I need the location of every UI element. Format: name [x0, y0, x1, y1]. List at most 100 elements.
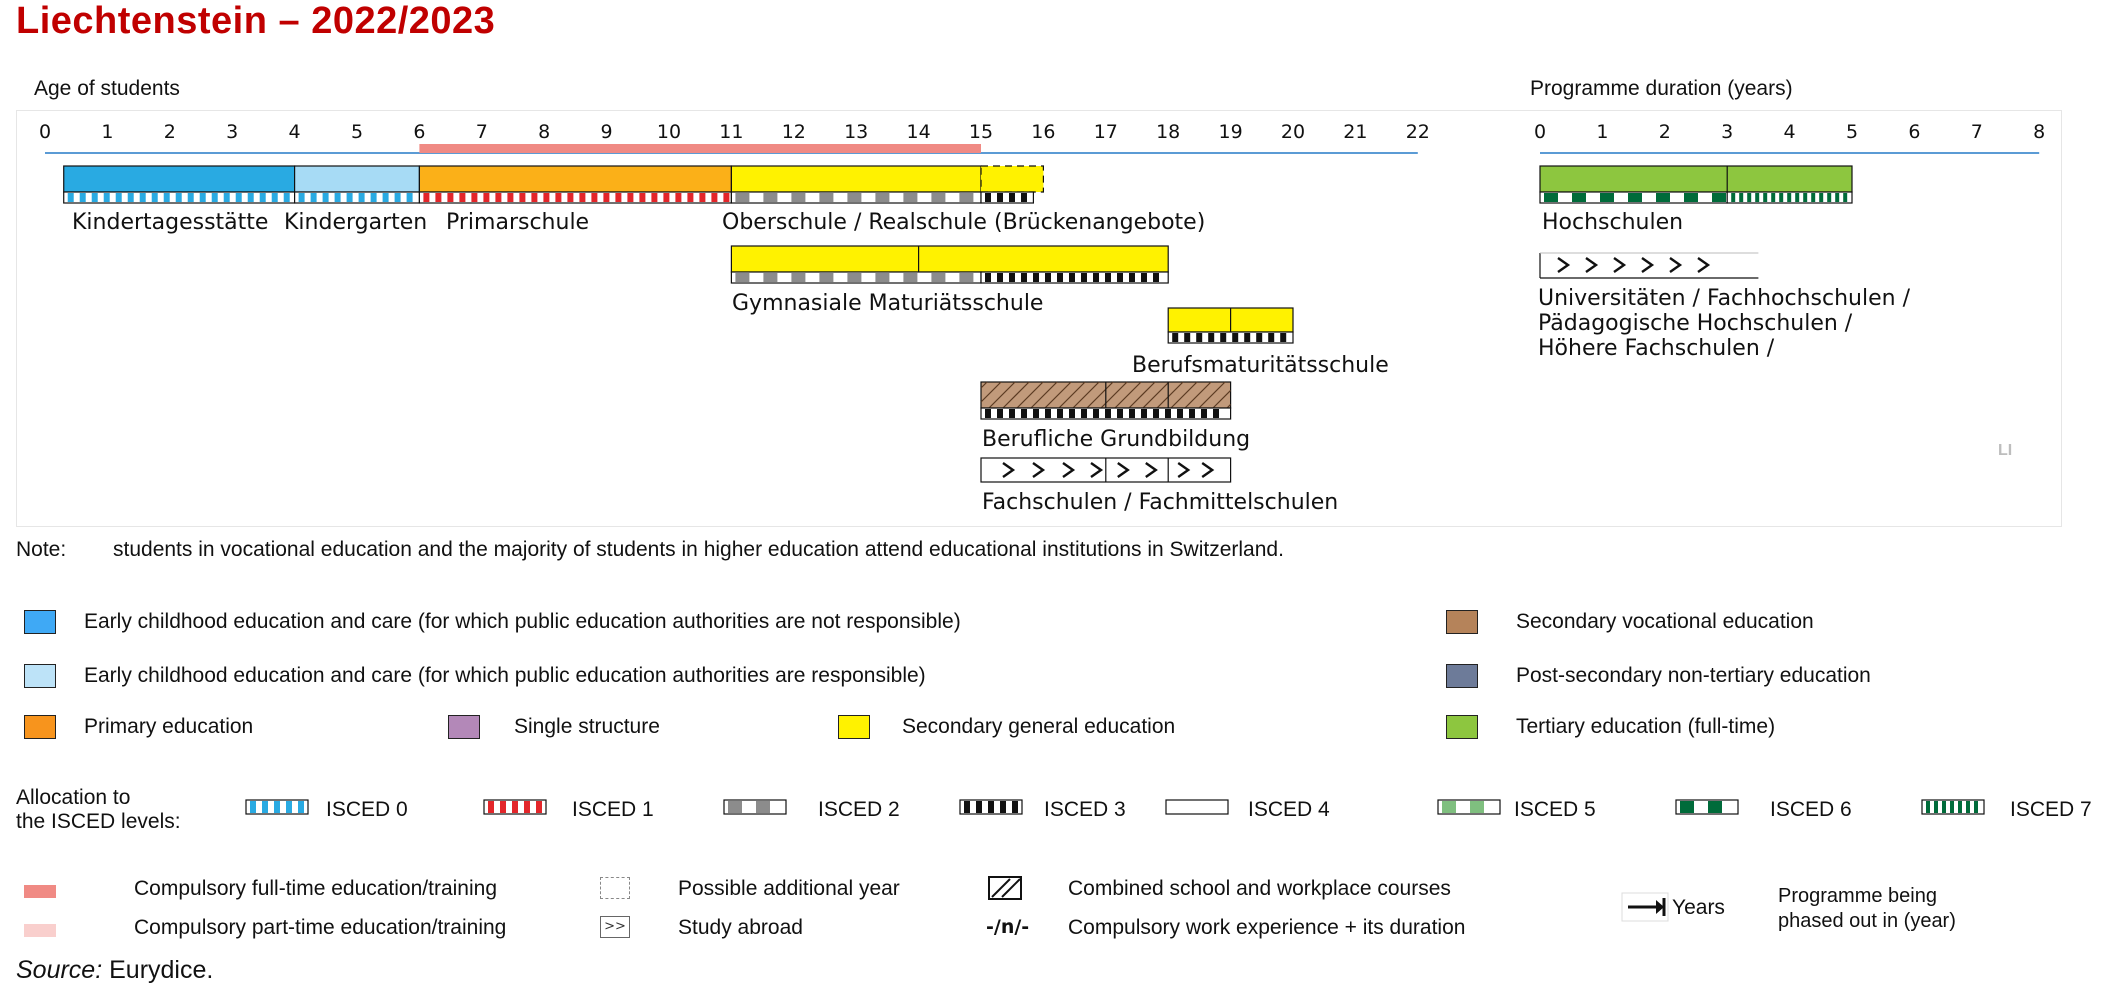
label-brueckenangebote: (Brückenangebote) [994, 210, 1206, 235]
chevron-5 [1697, 257, 1711, 273]
legend-single-structure: Single structure [514, 715, 660, 738]
legend-swatch-tertiary [1446, 715, 1478, 739]
isced-swatch-2 [723, 799, 787, 815]
isced-swatch-7 [1921, 799, 1985, 815]
label-hochschulen: Hochschulen [1542, 210, 1684, 235]
note-label: Note: [16, 538, 67, 561]
age-tick-22: 22 [1405, 121, 1430, 143]
age-tick-13: 13 [844, 121, 869, 143]
legend-isced-5: ISCED 5 [1514, 798, 1596, 821]
age-tick-17: 17 [1093, 121, 1118, 143]
age-tick-2: 2 [163, 121, 176, 143]
label-berufsmaturitaetsschule: Berufsmaturitätsschule [1132, 353, 1389, 378]
duration-tick-0: 0 [1533, 121, 1547, 143]
label-fachschulen: Fachschulen / Fachmittelschulen [982, 490, 1339, 515]
label-oberschule: Oberschule / Realschule [722, 210, 987, 235]
age-tick-14: 14 [906, 121, 931, 143]
label-universitaeten: Universitäten / Fachhochschulen / Pädago… [1538, 286, 1910, 361]
isced-swatch-3 [959, 799, 1023, 815]
diagram-pane [16, 110, 2062, 527]
bar-brueckenangebote [980, 165, 1045, 193]
age-tick-18: 18 [1156, 121, 1181, 143]
legend-possible-additional-year: Possible additional year [678, 877, 900, 900]
compulsory-fulltime-bar [419, 144, 981, 153]
label-kindergarten: Kindergarten [284, 210, 428, 235]
legend-phased-out: Programme being phased out in (year) [1778, 885, 1956, 932]
bar-gymnasium [730, 245, 1169, 273]
age-tick-9: 9 [600, 121, 613, 143]
page-title: Liechtenstein – 2022/2023 [16, 0, 496, 42]
isced-swatch-6 [1675, 799, 1739, 815]
legend-isced-6: ISCED 6 [1770, 798, 1852, 821]
age-tick-4: 4 [288, 121, 301, 143]
age-tick-12: 12 [781, 121, 806, 143]
legend-ecec-responsible: Early childhood education and care (for … [84, 664, 926, 687]
chevron-7 [1201, 462, 1215, 478]
age-tick-11: 11 [719, 121, 744, 143]
work-experience-icon: -/n/- [986, 916, 1030, 938]
note-text: students in vocational education and the… [113, 538, 1284, 561]
age-tick-16: 16 [1031, 121, 1056, 143]
duration-tick-3: 3 [1721, 121, 1734, 143]
duration-tick-8: 8 [2033, 121, 2046, 143]
years-arrow-icon [1621, 892, 1669, 922]
legend-primary: Primary education [84, 715, 254, 738]
isced-strip-kindergarten [294, 191, 421, 204]
isced-legend-swatches [245, 799, 1985, 815]
chevron-4 [1117, 462, 1130, 478]
age-tick-1: 1 [101, 121, 114, 143]
legend-secondary-general: Secondary general education [902, 715, 1176, 738]
chevron-6 [1177, 462, 1191, 478]
legend-isced-2: ISCED 2 [818, 798, 900, 821]
isced-strip-brueckenangebote [980, 191, 1035, 204]
age-tick-20: 20 [1280, 121, 1306, 143]
legend-study-abroad: Study abroad [678, 916, 803, 939]
source-line: Source: Eurydice. [16, 956, 213, 985]
age-tick-19: 19 [1218, 121, 1243, 143]
isced-swatch-1 [483, 799, 547, 815]
isced-strip-hochschulen-isced7 [1726, 191, 1853, 204]
bar-kindergarten [294, 165, 421, 193]
legend-isced-3: ISCED 3 [1044, 798, 1126, 821]
study-abroad-icon: >> [600, 916, 630, 938]
legend-ecec-not-responsible: Early childhood education and care (for … [84, 610, 961, 633]
legend-swatch-compulsory-parttime [24, 924, 56, 937]
age-tick-0: 0 [38, 121, 52, 143]
country-code: LI [1998, 442, 2013, 459]
legend-swatch-post-secondary [1446, 664, 1478, 688]
age-tick-7: 7 [475, 121, 488, 143]
bar-study-abroad-tertiary [1539, 252, 1759, 279]
bar-hochschulen [1539, 165, 1853, 193]
legend-secondary-vocational: Secondary vocational education [1516, 610, 1814, 633]
legend-compulsory-fulltime: Compulsory full-time education/training [134, 877, 497, 900]
isced-strip-gymnasium-upper [980, 271, 1169, 284]
bar-oberschule [730, 165, 982, 193]
chevron-3 [1641, 257, 1655, 273]
age-tick-6: 6 [413, 121, 426, 143]
label-primarschule: Primarschule [446, 210, 590, 235]
legend-years: Years [1672, 896, 1725, 919]
legend-combined-school-workplace: Combined school and workplace courses [1068, 877, 1451, 900]
duration-tick-7: 7 [1970, 121, 1983, 143]
age-tick-8: 8 [538, 121, 551, 143]
legend-isced-1: ISCED 1 [572, 798, 654, 821]
legend-compulsory-parttime: Compulsory part-time education/training [134, 916, 507, 939]
duration-tick-2: 2 [1658, 121, 1671, 143]
duration-axis-label: Programme duration (years) [1530, 77, 1793, 100]
legend-post-secondary: Post-secondary non-tertiary education [1516, 664, 1871, 687]
age-tick-5: 5 [350, 121, 364, 143]
legend-work-experience: Compulsory work experience + its duratio… [1068, 916, 1466, 939]
chevron-3 [1090, 462, 1104, 478]
legend-swatch-secondary-general [838, 715, 870, 739]
legend-isced-7: ISCED 7 [2010, 798, 2092, 821]
label-berufliche-grundbildung: Berufliche Grundbildung [982, 427, 1251, 452]
combined-school-workplace-icon [988, 876, 1022, 900]
isced-strip-oberschule [730, 191, 982, 204]
age-tick-3: 3 [226, 121, 239, 143]
isced-strip-gymnasium-lower [730, 271, 982, 284]
chevron-2 [1613, 257, 1627, 273]
legend-swatch-ecec-not-responsible [24, 610, 56, 634]
isced-strip-berufliche-grundbildung [980, 407, 1232, 420]
age-tick-21: 21 [1343, 121, 1368, 143]
legend-swatch-ecec-responsible [24, 664, 56, 688]
